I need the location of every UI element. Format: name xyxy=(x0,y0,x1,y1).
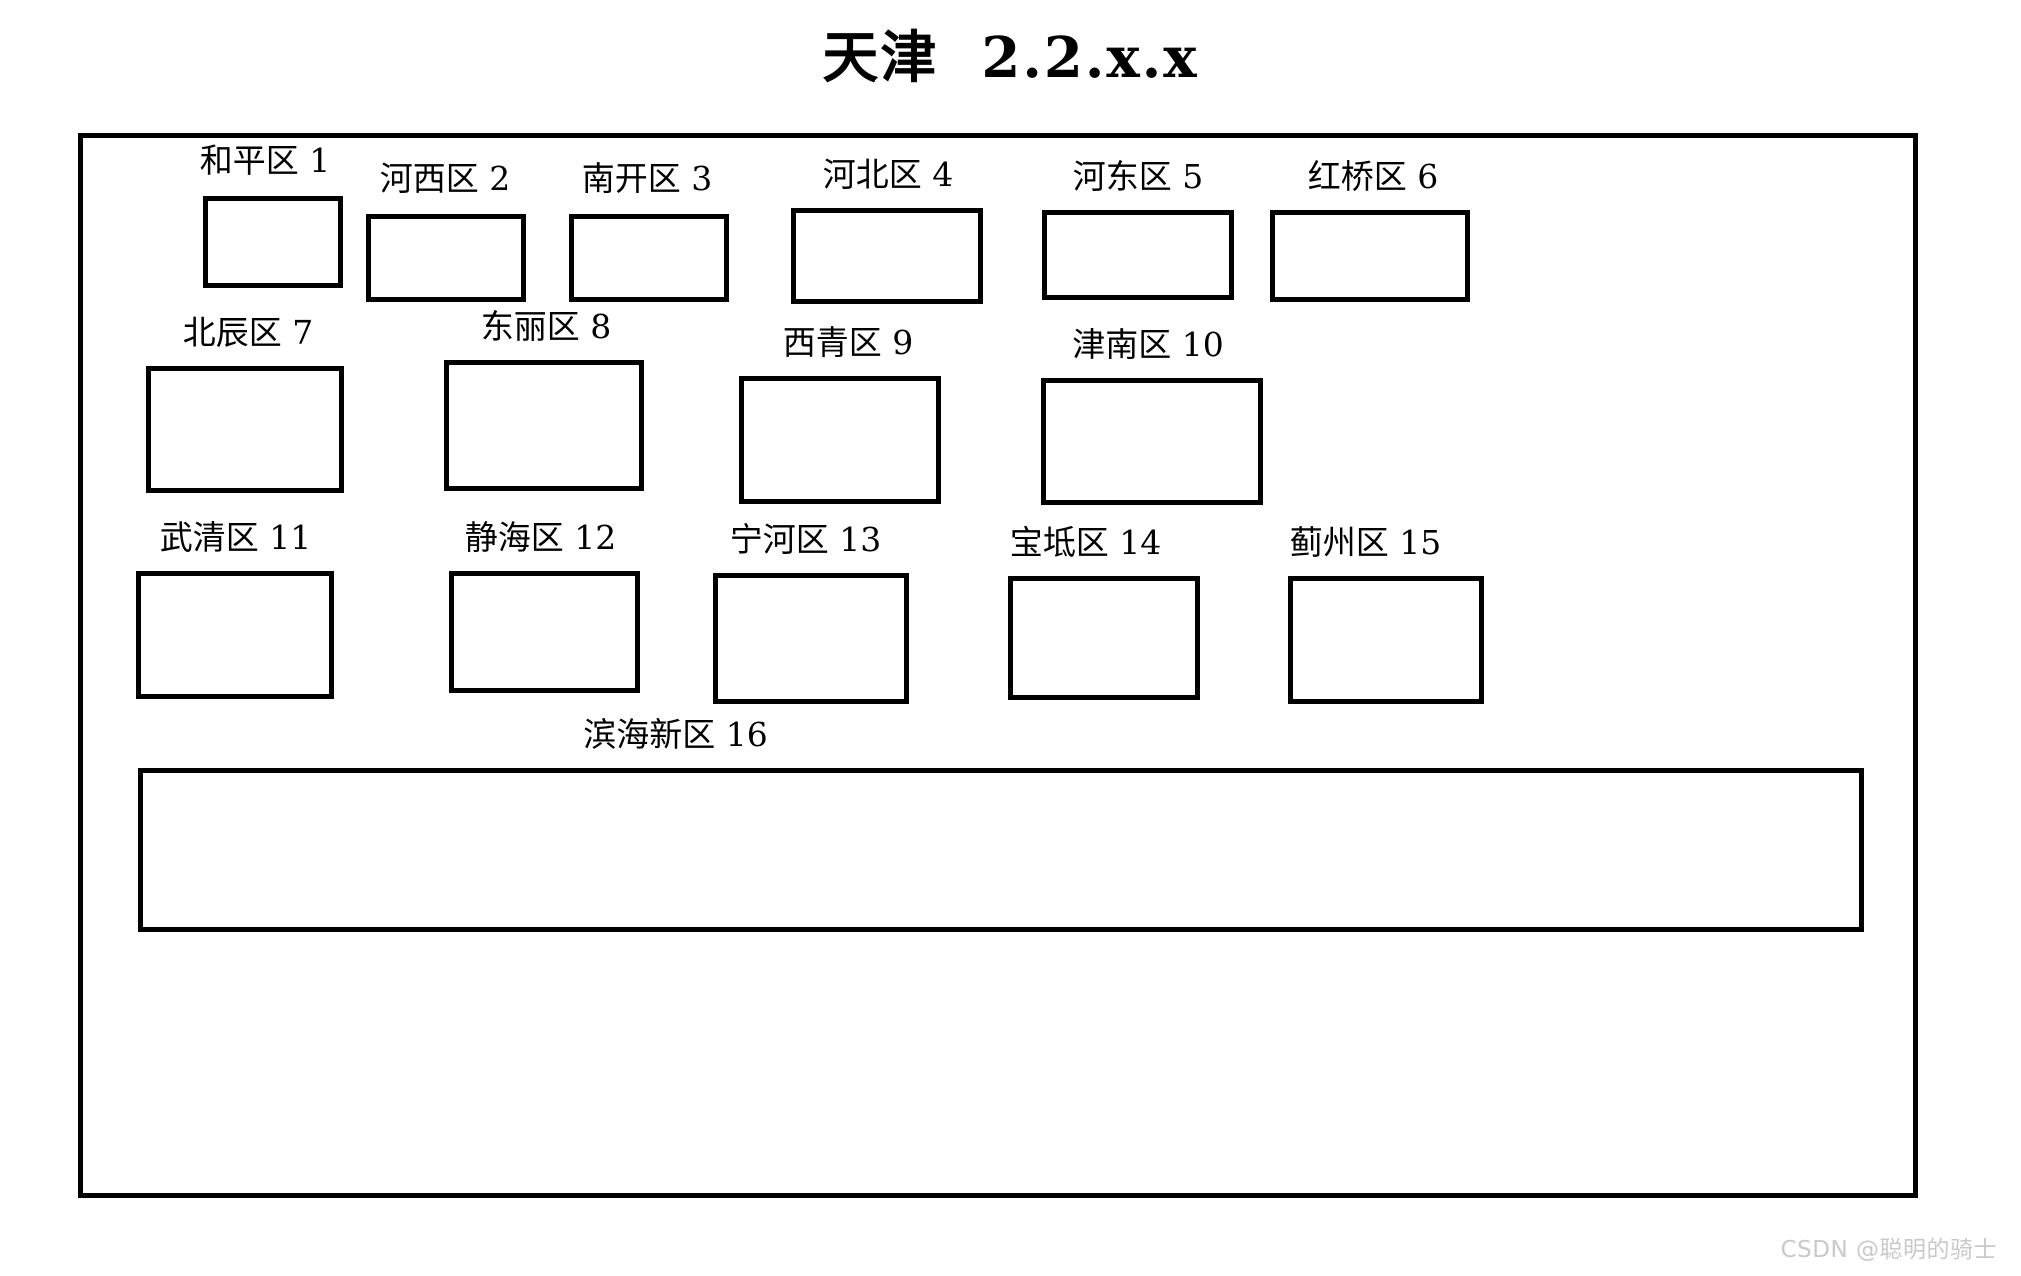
district-label-8: 东丽区 8 xyxy=(480,307,612,346)
district-box-13[interactable] xyxy=(713,573,909,704)
district-label-4: 河北区 4 xyxy=(822,155,954,194)
diagram-outer-frame: 和平区 1 河西区 2 南开区 3 河北区 4 河东区 5 红桥区 6 北辰区 … xyxy=(78,133,1918,1198)
district-box-3[interactable] xyxy=(569,214,729,302)
district-label-2: 河西区 2 xyxy=(379,159,511,198)
district-label-15: 蓟州区 15 xyxy=(1289,523,1442,562)
district-box-16[interactable] xyxy=(138,768,1864,932)
district-box-6[interactable] xyxy=(1270,210,1470,302)
district-box-8[interactable] xyxy=(444,360,644,491)
district-label-16: 滨海新区 16 xyxy=(583,715,768,754)
district-box-12[interactable] xyxy=(449,571,640,693)
district-label-14: 宝坻区 14 xyxy=(1009,523,1162,562)
district-box-1[interactable] xyxy=(203,196,343,288)
district-box-2[interactable] xyxy=(366,214,526,302)
district-label-11: 武清区 11 xyxy=(159,518,312,557)
district-label-9: 西青区 9 xyxy=(782,323,914,362)
district-box-4[interactable] xyxy=(791,208,983,304)
district-box-10[interactable] xyxy=(1041,378,1263,505)
district-label-12: 静海区 12 xyxy=(464,518,617,557)
page-title: 天津 2.2.x.x xyxy=(822,25,1199,91)
district-label-1: 和平区 1 xyxy=(199,141,331,180)
district-box-15[interactable] xyxy=(1288,576,1484,704)
csdn-watermark: CSDN @聪明的骑士 xyxy=(1780,1237,1997,1263)
district-label-7: 北辰区 7 xyxy=(182,313,314,352)
district-box-14[interactable] xyxy=(1008,576,1200,700)
district-label-6: 红桥区 6 xyxy=(1307,157,1439,196)
district-box-11[interactable] xyxy=(136,571,334,699)
district-box-9[interactable] xyxy=(739,376,941,504)
district-box-7[interactable] xyxy=(146,366,344,493)
district-box-5[interactable] xyxy=(1042,210,1234,300)
district-label-3: 南开区 3 xyxy=(581,159,713,198)
district-label-5: 河东区 5 xyxy=(1072,157,1204,196)
district-label-10: 津南区 10 xyxy=(1072,325,1224,364)
district-label-13: 宁河区 13 xyxy=(729,520,882,559)
